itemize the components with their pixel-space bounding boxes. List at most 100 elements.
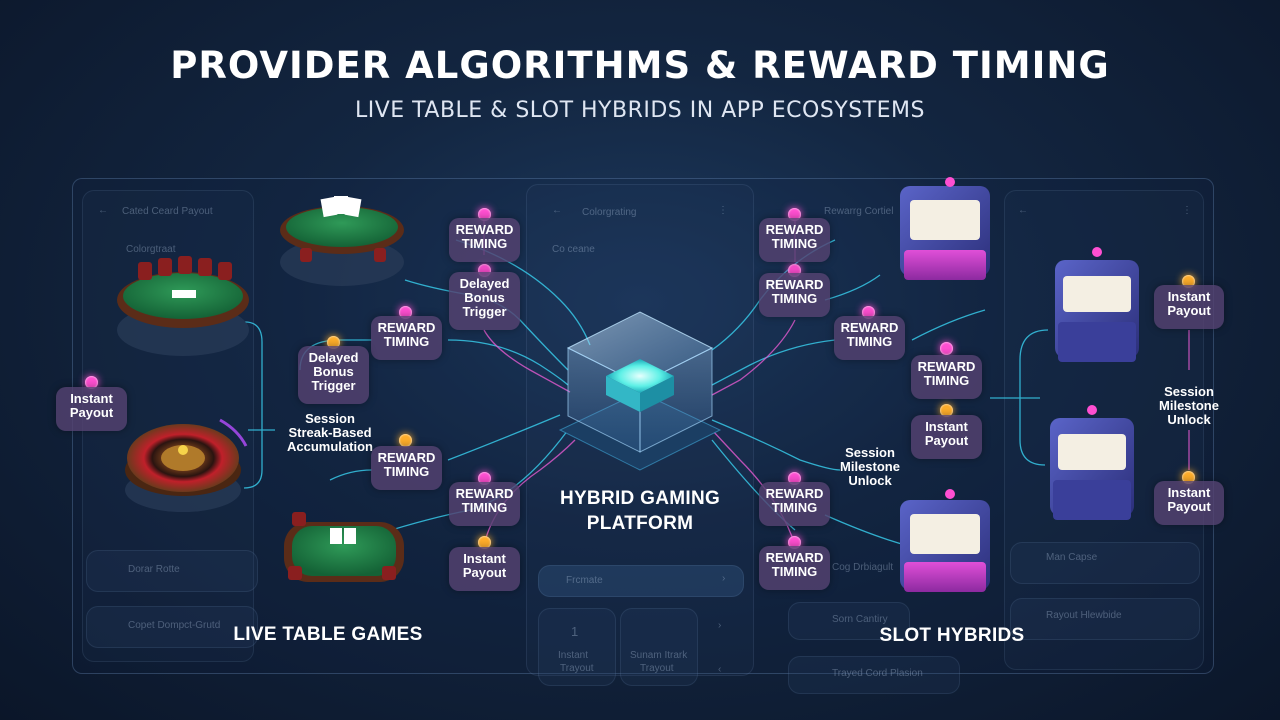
ghost-far-row (1010, 542, 1200, 584)
ghost-back-arrow-icon: ← (552, 205, 562, 216)
platform-label: HYBRID GAMING PLATFORM (540, 488, 740, 535)
ghost-right-row (788, 656, 960, 694)
ghost-right-title: Rewarrg Cortiel (824, 206, 894, 217)
ghost-far-row-label: Man Capse (1046, 552, 1098, 563)
node-label: Payout (69, 405, 114, 420)
node-label: REWARD (765, 277, 824, 292)
instant-payout-node: Instant Payout (1154, 285, 1224, 329)
reward-timing-node: REWARD TIMING (371, 316, 442, 360)
connector-line (711, 339, 836, 386)
slot-machine-icon (1050, 405, 1134, 520)
connector-line (483, 329, 571, 393)
ghost-far-row (1010, 598, 1200, 640)
connector-line (243, 321, 263, 489)
instant-payout-node: Instant Payout (449, 547, 520, 591)
ghost-card-number: 1 (571, 624, 579, 639)
ghost-center-sub: Co ceane (552, 244, 595, 255)
node-label: REWARD (917, 359, 976, 374)
ghost-left-row (86, 606, 258, 648)
ghost-left-row (86, 550, 258, 592)
connector-line (824, 514, 906, 546)
node-label: Bonus (313, 364, 354, 379)
node-label: Instant (925, 419, 968, 434)
pink-node-dot (788, 208, 801, 221)
pink-node-dot (478, 472, 491, 485)
connector-line (447, 339, 569, 386)
node-label: Milestone (840, 459, 900, 474)
node-label: Instant (70, 391, 113, 406)
slot-machine-icon (900, 489, 990, 592)
node-label: REWARD (765, 486, 824, 501)
ghost-chevron-icon: › (722, 573, 726, 584)
node-label: REWARD (840, 320, 899, 335)
platform-cube-icon (558, 311, 722, 471)
pink-node-dot (399, 306, 412, 319)
ghost-left-row-label: Copet Dompct-Grutd (128, 620, 221, 631)
poker-table-icon (284, 512, 404, 582)
node-label: TIMING (771, 236, 818, 251)
session-streak-node: Session Streak-Based Accumulation (284, 412, 376, 454)
node-label: TIMING (771, 500, 818, 515)
node-label: TIMING (383, 464, 430, 479)
platform-label-line: PLATFORM (586, 513, 694, 534)
ghost-back-arrow-icon: ← (1018, 205, 1028, 216)
node-label: Trigger (462, 304, 507, 319)
ghost-far-row-label: Rayout Hlewbide (1046, 610, 1122, 621)
node-label: Instant (1167, 485, 1211, 500)
ghost-card-label: Trayout (560, 663, 594, 674)
node-label: REWARD (377, 450, 436, 465)
pink-node-dot (85, 376, 98, 389)
orange-node-dot (1182, 471, 1195, 484)
ghost-left-sub: Colorgtraat (126, 244, 176, 255)
platform-label-line: HYBRID GAMING (559, 488, 721, 509)
node-label: Delayed (459, 276, 510, 291)
ghost-left-row-label: Dorar Rotte (128, 564, 180, 575)
session-milestone-node: Session Milestone Unlock (1150, 385, 1228, 427)
reward-timing-node: REWARD TIMING (759, 218, 830, 262)
ghost-card-label: Trayout (640, 663, 674, 674)
node-label: Instant (1167, 289, 1211, 304)
orange-node-dot (940, 404, 953, 417)
node-label: TIMING (383, 334, 430, 349)
blackjack-table-icon (280, 196, 404, 286)
reward-timing-node: REWARD TIMING (759, 482, 830, 526)
node-label: Instant (463, 551, 506, 566)
ghost-more-icon: ⋮ (718, 205, 728, 216)
instant-payout-node: Instant Payout (911, 415, 982, 459)
node-label: Session (305, 411, 355, 426)
node-label: REWARD (377, 320, 436, 335)
reward-timing-node: REWARD TIMING (759, 546, 830, 590)
session-milestone-node: Session Milestone Unlock (828, 446, 912, 488)
instant-payout-node: Instant Payout (56, 387, 127, 431)
ghost-center-row (538, 565, 744, 597)
node-label: Session (1164, 384, 1214, 399)
reward-timing-node: REWARD TIMING (911, 355, 982, 399)
node-label: Payout (462, 565, 507, 580)
section-label-live-table: LIVE TABLE GAMES (233, 624, 423, 645)
ghost-card-label: Instant (558, 650, 589, 661)
slot-machine-icon (1055, 247, 1139, 362)
pink-node-dot (788, 536, 801, 549)
ghost-center-title: Colorgrating (582, 207, 637, 218)
delayed-bonus-node: Delayed Bonus Trigger (449, 272, 520, 330)
connector-line (911, 309, 986, 341)
roulette-wheel-icon (125, 418, 248, 512)
node-label: TIMING (461, 236, 508, 251)
node-label: Milestone (1159, 398, 1219, 413)
node-label: REWARD (455, 486, 514, 501)
node-label: Payout (924, 433, 969, 448)
node-label: Streak-Based (288, 425, 372, 440)
node-label: TIMING (771, 564, 818, 579)
node-label: TIMING (923, 373, 970, 388)
connector-line (329, 469, 373, 481)
node-label: Trigger (311, 378, 356, 393)
ghost-center-row-label: Frcmate (566, 575, 603, 586)
slot-machine-icon (900, 177, 990, 280)
page-title: PROVIDER ALGORITHMS & REWARD TIMING (170, 44, 1110, 87)
orange-node-dot (327, 336, 340, 349)
ghost-chevron-icon: › (718, 620, 722, 631)
instant-payout-node: Instant Payout (1154, 481, 1224, 525)
node-label: Payout (1167, 499, 1211, 514)
orange-node-dot (478, 536, 491, 549)
node-label: TIMING (846, 334, 893, 349)
